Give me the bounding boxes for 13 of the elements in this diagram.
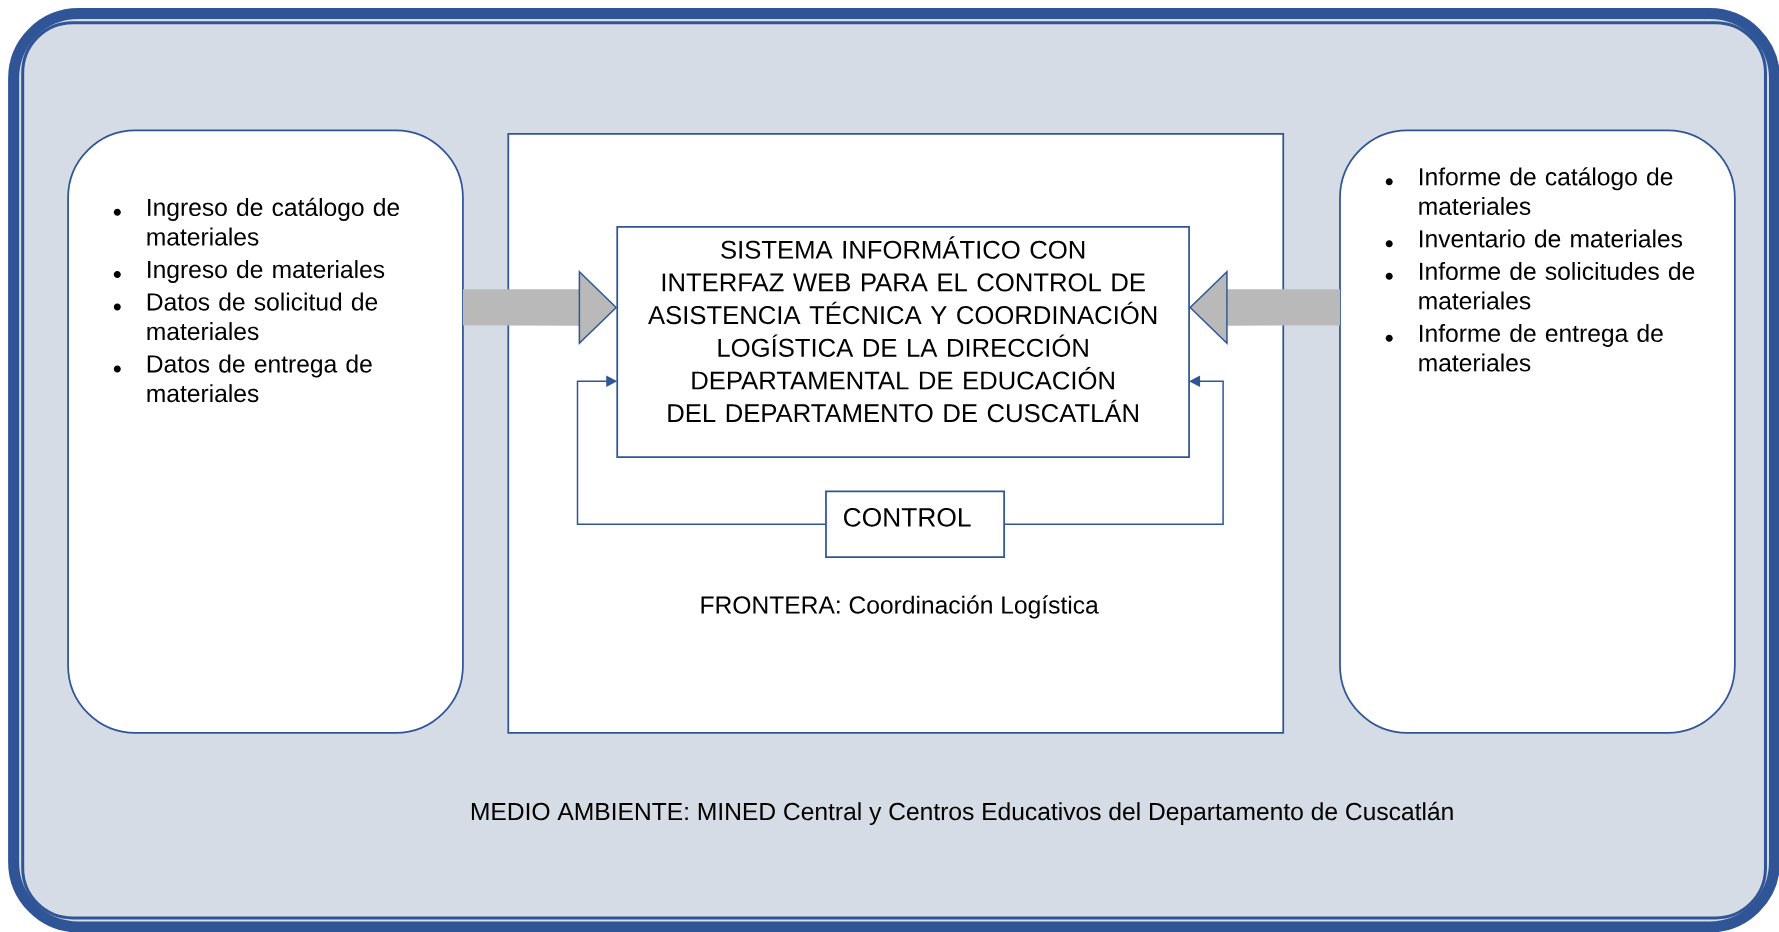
bullet-item: Inventario de materiales <box>1385 229 1683 248</box>
bullet-item: Datos de solicitud de materiales <box>113 292 378 341</box>
feedback-arrow <box>576 375 827 525</box>
bullet-item: Ingreso de catálogo de materiales <box>113 197 400 246</box>
bullet-item: Ingreso de materiales <box>113 260 385 283</box>
bullet-item: Datos de entrega de materiales <box>113 354 372 403</box>
system-box: SISTEMA INFORMÁTICO CON INTERFAZ WEB PARA EL CONTROL DE ASISTENCIA TÉCNICA Y COORDINACIÓN LOGÍSTICA DE LA DIRECCIÓN DEPARTAMENTAL DE EDUCACIÓN DEL DEPARTAMENTO DE CUSCATLÁN <box>616 226 1190 459</box>
input-output-box <box>1339 129 1736 734</box>
bullet-item: Informe de catálogo de materiales <box>1385 167 1673 216</box>
control-box: CONTROL <box>825 490 1005 558</box>
bullet-item: Informe de solicitudes de materiales <box>1385 261 1695 310</box>
bullet-item: Informe de entrega de materiales <box>1385 324 1663 372</box>
input-output-box <box>67 129 464 734</box>
